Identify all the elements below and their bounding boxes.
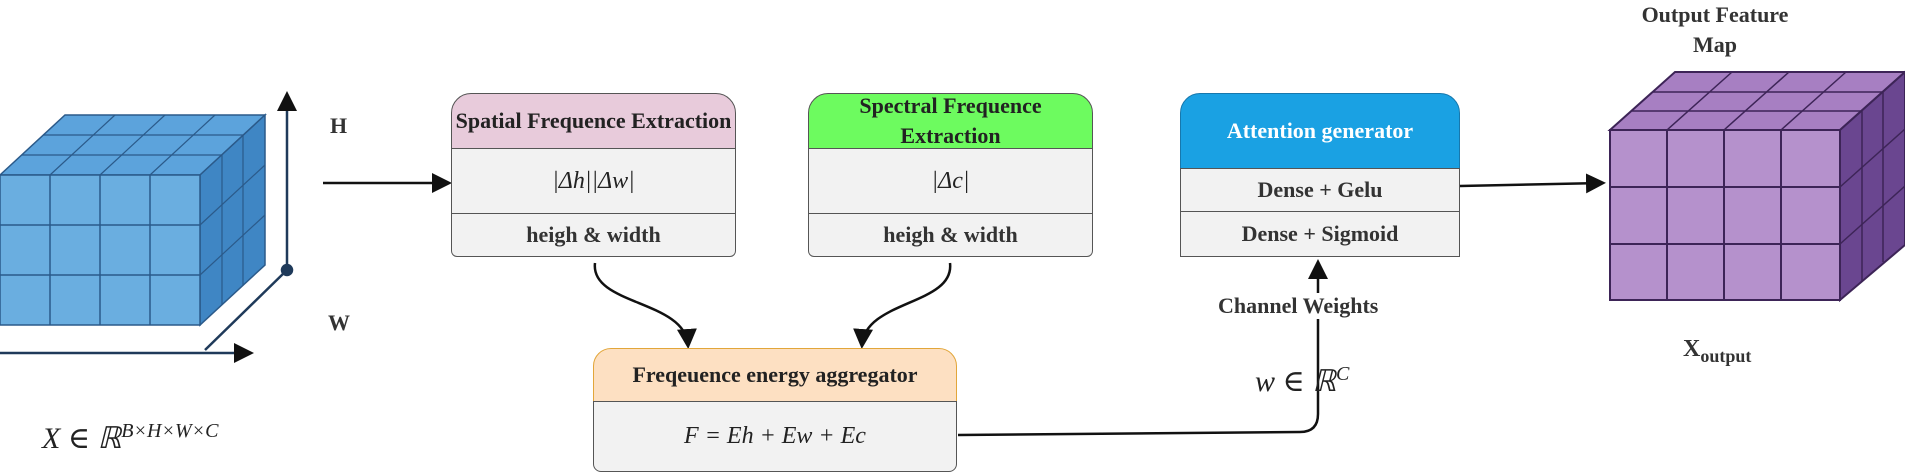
attention-row-sigmoid: Dense + Sigmoid bbox=[1180, 211, 1460, 257]
spatial-title: Spatial Frequence Extraction bbox=[451, 93, 736, 149]
energy-aggregator-box: Freqeuence energy aggregator F = Eh + Ew… bbox=[593, 348, 957, 472]
arrow-spatial-to-aggregator bbox=[593, 262, 697, 349]
weights-formula-sup: C bbox=[1335, 363, 1350, 385]
spectral-formula: |Δc| bbox=[808, 148, 1093, 214]
aggregator-title: Freqeuence energy aggregator bbox=[593, 348, 957, 402]
output-label-sub: output bbox=[1700, 345, 1752, 366]
output-title: Output Feature Map bbox=[1641, 2, 1789, 57]
input-cube-icon bbox=[0, 113, 267, 327]
weights-formula: w ∈ ℝC bbox=[1255, 363, 1349, 399]
arrow-aggregator-to-attention bbox=[957, 259, 1328, 437]
spatial-formula: |Δh||Δw| bbox=[451, 148, 736, 214]
axis-w-label: W bbox=[328, 310, 350, 335]
channel-weights-label: Channel Weights bbox=[1216, 293, 1381, 319]
spatial-frequence-box: Spatial Frequence Extraction |Δh||Δw| he… bbox=[451, 93, 736, 263]
aggregator-formula: F = Eh + Ew + Ec bbox=[593, 401, 957, 472]
attention-row-gelu: Dense + Gelu bbox=[1180, 168, 1460, 212]
spectral-footer: heigh & width bbox=[808, 213, 1093, 257]
weights-formula-main: w ∈ ℝ bbox=[1255, 365, 1336, 398]
attention-generator-box: Attention generator Dense + Gelu Dense +… bbox=[1180, 93, 1460, 257]
output-cube-icon bbox=[1607, 70, 1905, 303]
axis-h-label: H bbox=[330, 113, 348, 138]
input-formula-sup: B×H×W×C bbox=[121, 420, 219, 442]
attention-title: Attention generator bbox=[1180, 93, 1460, 169]
input-formula-main: X ∈ ℝ bbox=[42, 422, 122, 455]
spatial-footer: heigh & width bbox=[451, 213, 736, 257]
input-formula: X ∈ ℝB×H×W×C bbox=[42, 420, 218, 456]
input-axes bbox=[0, 91, 297, 363]
arrow-attention-to-output bbox=[1459, 173, 1606, 194]
arrow-spectral-to-aggregator bbox=[853, 262, 952, 349]
output-label-main: X bbox=[1683, 336, 1701, 362]
output-label: Xoutput bbox=[1683, 336, 1751, 367]
spectral-frequence-box: Spectral Frequence Extraction |Δc| heigh… bbox=[808, 93, 1093, 263]
spectral-title: Spectral Frequence Extraction bbox=[808, 93, 1093, 149]
